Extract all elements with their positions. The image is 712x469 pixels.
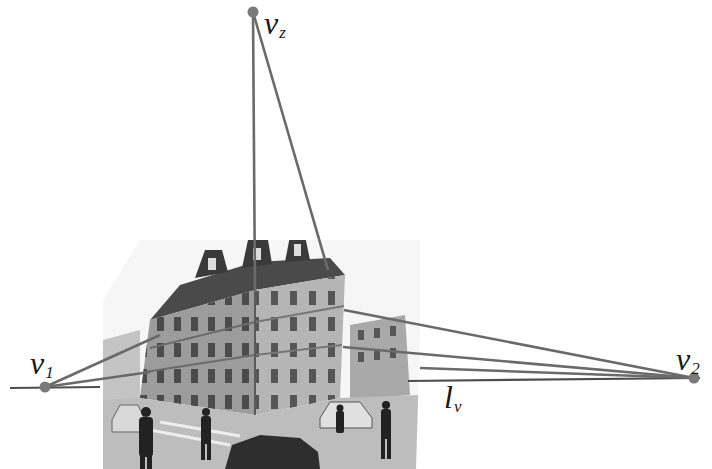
vanishing-lines	[45, 12, 694, 387]
point-label: v1	[30, 348, 54, 381]
vanishing-points	[40, 7, 700, 393]
point-label: v2	[676, 344, 700, 377]
horizon-line	[10, 378, 700, 388]
point-label: lv	[444, 382, 461, 415]
point-label: vz	[264, 8, 286, 41]
